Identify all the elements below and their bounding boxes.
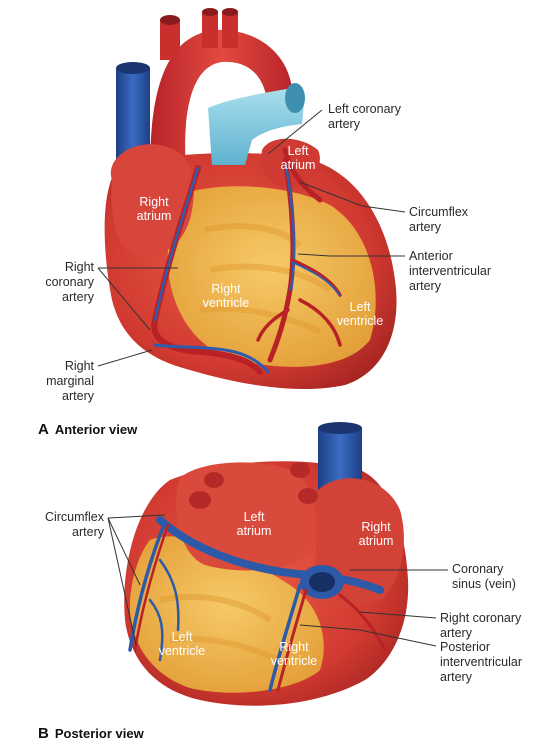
anterior-arteries xyxy=(151,147,342,375)
callout-b-right-coronary-artery: Right coronary artery xyxy=(440,611,522,640)
label-b-left-atrium: Left atrium xyxy=(236,510,272,538)
callout-anterior-interventricular-artery: Anterior interventricular artery xyxy=(409,249,491,293)
superior-vena-cava xyxy=(116,68,150,160)
posterior-left-atrium-shape xyxy=(176,462,315,571)
leader-lines xyxy=(97,109,448,647)
aortic-branch-2 xyxy=(202,12,218,48)
label-a-right-atrium: Right atrium xyxy=(136,195,172,223)
callout-a-right-coronary-artery: Right coronary artery xyxy=(45,260,94,304)
aortic-branch-1 xyxy=(160,20,180,60)
caption-b-text: Posterior view xyxy=(54,726,144,741)
callout-a-circumflex-artery: Circumflex artery xyxy=(409,205,469,234)
callout-right-marginal-artery: Right marginal artery xyxy=(46,359,94,403)
label-b-right-ventricle: Right ventricle xyxy=(270,640,318,668)
coronary-sinus-shape xyxy=(156,516,384,594)
caption-posterior-view: B Posterior view xyxy=(38,725,144,742)
callout-coronary-sinus: Coronary sinus (vein) xyxy=(452,562,516,591)
svc-opening xyxy=(116,62,150,74)
caption-b-letter: B xyxy=(38,725,49,742)
anterior-heart xyxy=(104,8,397,390)
posterior-vessels xyxy=(128,520,387,692)
caption-a-text: Anterior view xyxy=(54,422,138,437)
caption-anterior-view: A Anterior view xyxy=(38,421,137,438)
aortic-branch-3 xyxy=(222,12,238,48)
label-a-left-atrium: Left atrium xyxy=(280,144,316,172)
callout-left-coronary-artery: Left coronary artery xyxy=(328,102,401,131)
posterior-fat xyxy=(129,536,324,693)
aortic-arch xyxy=(150,29,294,170)
callout-posterior-interventricular-artery: Posterior interventricular artery xyxy=(440,640,522,684)
anterior-fat xyxy=(167,186,376,367)
label-b-left-ventricle: Left ventricle xyxy=(158,630,206,658)
label-b-right-atrium: Right atrium xyxy=(358,520,394,548)
callout-b-circumflex-artery: Circumflex artery xyxy=(44,510,104,539)
pulmonary-trunk xyxy=(208,88,304,165)
label-a-left-ventricle: Left ventricle xyxy=(336,300,384,328)
caption-a-letter: A xyxy=(38,421,49,438)
right-atrium-shape xyxy=(110,144,194,257)
posterior-heart xyxy=(124,422,409,706)
label-a-right-ventricle: Right ventricle xyxy=(202,282,250,310)
